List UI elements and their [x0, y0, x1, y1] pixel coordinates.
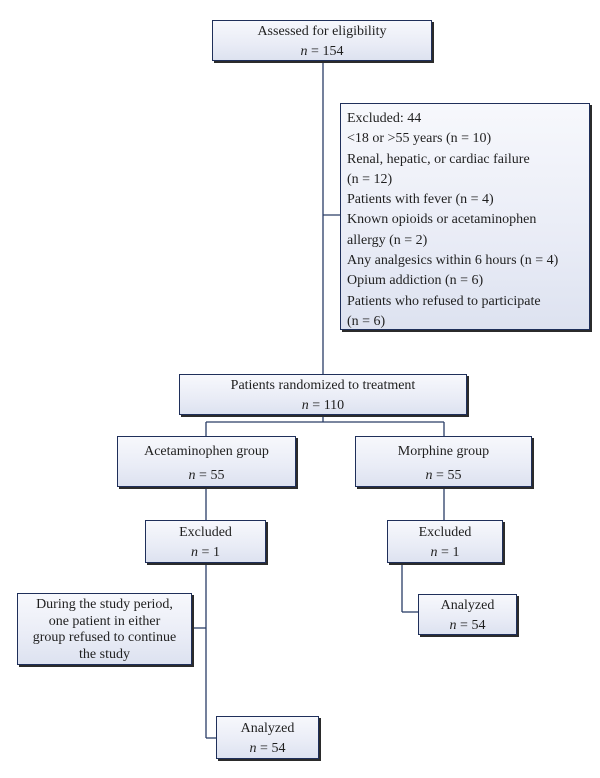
excluded-right-box: Excluded n = 1 [387, 520, 503, 563]
randomized-n-symbol: n [301, 398, 309, 413]
excluded-left-n-value: = 1 [201, 545, 220, 560]
excluded-right-n-value: = 1 [441, 545, 460, 560]
morphine-n-symbol: n [425, 468, 433, 483]
excluded-main-line: Patients who refused to participate [347, 293, 541, 309]
assessed-n-symbol: n [300, 44, 308, 59]
analyzed-right-box: Analyzed n = 54 [418, 594, 517, 635]
morphine-group-box: Morphine group n = 55 [355, 436, 532, 487]
analyzed-left-box: Analyzed n = 54 [216, 716, 319, 759]
excluded-main-line: Any analgesics within 6 hours (n = 4) [347, 253, 559, 269]
excluded-right-n-symbol: n [430, 545, 438, 560]
note-line: During the study period, [36, 597, 173, 612]
randomized-n-value: = 110 [312, 398, 345, 413]
morphine-n-value: = 55 [436, 468, 462, 483]
excluded-main-line: allergy (n = 2) [347, 232, 428, 248]
excluded-main-box: Excluded: 44 <18 or >55 years (n = 10) R… [340, 103, 590, 330]
acetaminophen-group-box: Acetaminophen group n = 55 [117, 436, 296, 487]
excluded-left-box: Excluded n = 1 [145, 520, 266, 563]
analyzed-left-n-value: = 54 [260, 741, 286, 756]
excluded-main-line: Opium addiction (n = 6) [347, 273, 484, 289]
morphine-label: Morphine group [397, 444, 490, 459]
excluded-main-line: (n = 12) [347, 171, 393, 187]
excluded-left-label: Excluded [179, 525, 232, 540]
note-line: one patient in either [48, 613, 161, 629]
randomized-box: Patients randomized to treatment n = 110 [179, 374, 467, 415]
analyzed-left-label: Analyzed [240, 721, 295, 736]
assessed-n-value: = 154 [311, 44, 344, 59]
assessed-label: Assessed for eligibility [257, 24, 387, 39]
excluded-right-label: Excluded [418, 525, 472, 540]
note-box: During the study period, one patient in … [17, 593, 192, 665]
excluded-main-line: Patients with fever (n = 4) [347, 192, 494, 208]
excluded-main-line: <18 or >55 years (n = 10) [347, 131, 492, 147]
excluded-main-line: Renal, hepatic, or cardiac failure [347, 151, 530, 167]
randomized-label: Patients randomized to treatment [230, 378, 416, 393]
note-line: the study [79, 646, 130, 662]
acetaminophen-n-value: = 55 [199, 468, 225, 483]
assessed-box: Assessed for eligibility n = 154 [212, 20, 432, 61]
excluded-main-line: (n = 6) [347, 313, 386, 329]
excluded-main-title: Excluded: 44 [347, 111, 422, 126]
analyzed-right-n-symbol: n [449, 618, 457, 633]
note-line: group refused to continue [32, 630, 177, 645]
excluded-left-n-symbol: n [191, 545, 199, 560]
analyzed-left-n-symbol: n [249, 741, 257, 756]
acetaminophen-n-symbol: n [188, 468, 196, 483]
analyzed-right-n-value: = 54 [460, 618, 486, 633]
analyzed-right-label: Analyzed [440, 598, 495, 613]
excluded-main-line: Known opioids or acetaminophen [347, 212, 537, 228]
acetaminophen-label: Acetaminophen group [144, 444, 269, 459]
